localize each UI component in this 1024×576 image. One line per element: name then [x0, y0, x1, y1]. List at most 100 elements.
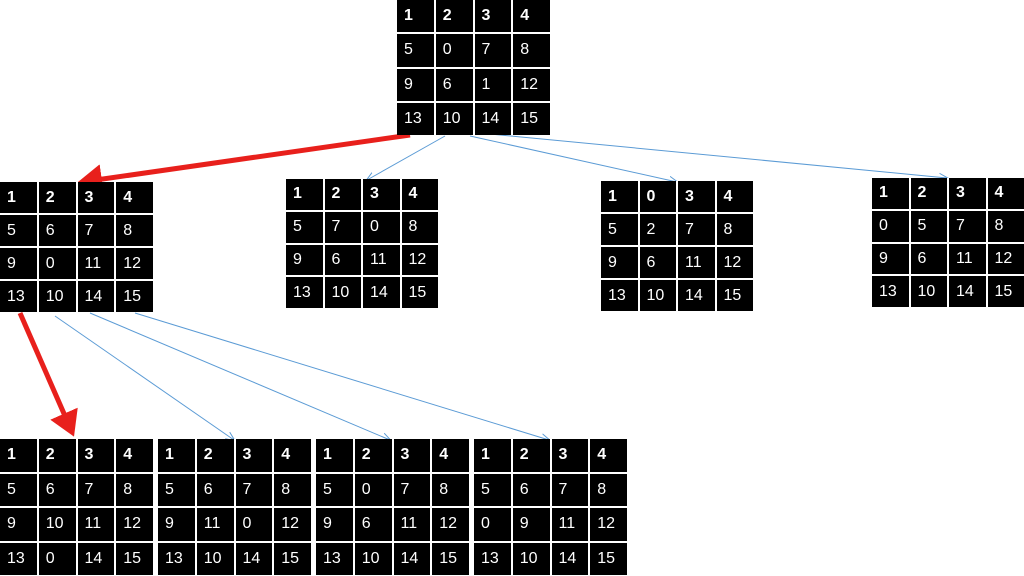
tile-cell: 11	[77, 508, 115, 541]
tile-cell: 12	[432, 508, 469, 541]
tile-cell: 3	[77, 182, 115, 213]
tile-cell: 5	[286, 211, 323, 243]
edge-l1-a-to-l2-b	[54, 315, 234, 440]
tile-cell: 2	[196, 439, 234, 472]
tile-cell: 4	[987, 178, 1024, 209]
tile-cell: 11	[551, 508, 589, 541]
tile-cell: 1	[158, 439, 195, 472]
tile-cell: 4	[116, 182, 153, 213]
tile-cell: 14	[77, 281, 115, 312]
tile-cell: 15	[590, 542, 627, 575]
tile-cell: 5	[910, 210, 947, 242]
tile-cell: 15	[987, 276, 1024, 307]
tile-cell: 10	[38, 281, 76, 312]
tile-cell: 11	[196, 508, 234, 541]
tile-cell: 5	[0, 473, 37, 506]
tile-cell: 1	[0, 439, 37, 472]
tile-cell: 2	[38, 182, 76, 213]
tile-cell: 14	[949, 276, 986, 307]
tile-cell: 10	[38, 508, 76, 541]
tile-cell: 11	[949, 243, 986, 275]
tile-cell: 10	[354, 542, 392, 575]
tile-cell: 3	[235, 439, 273, 472]
tile-cell: 13	[474, 542, 511, 575]
tile-cell: 2	[639, 214, 676, 245]
tile-cell: 14	[551, 542, 589, 575]
tile-cell: 9	[0, 508, 37, 541]
tile-cell: 10	[910, 276, 947, 307]
tile-cell: 4	[716, 181, 753, 212]
tile-cell: 0	[38, 542, 76, 575]
tile-cell: 13	[158, 542, 195, 575]
tile-cell: 7	[678, 214, 715, 245]
tile-cell: 2	[910, 178, 947, 209]
tile-cell: 11	[678, 247, 715, 278]
tile-cell: 0	[235, 508, 273, 541]
tile-cell: 12	[116, 508, 153, 541]
tile-cell: 10	[196, 542, 234, 575]
tile-cell: 14	[235, 542, 273, 575]
tile-cell: 3	[949, 178, 986, 209]
edge-root-to-l1-a	[77, 132, 411, 195]
tile-cell: 6	[38, 215, 76, 246]
tile-cell: 15	[401, 277, 438, 308]
tile-cell: 5	[0, 215, 37, 246]
tile-cell: 8	[987, 210, 1024, 242]
tile-cell: 9	[601, 247, 638, 278]
tile-cell: 13	[872, 276, 909, 307]
tile-cell: 4	[432, 439, 469, 472]
tile-cell: 12	[716, 247, 753, 278]
tile-cell: 1	[474, 68, 512, 101]
tile-cell: 12	[116, 248, 153, 279]
tile-cell: 8	[590, 473, 627, 506]
tile-cell: 3	[474, 0, 512, 33]
tile-cell: 3	[678, 181, 715, 212]
tile-cell: 4	[274, 439, 311, 472]
tile-cell: 9	[397, 68, 434, 101]
tile-cell: 13	[286, 277, 323, 308]
tile-cell: 7	[324, 211, 361, 243]
tile-cell: 8	[513, 34, 550, 67]
tile-cell: 0	[435, 34, 473, 67]
tile-cell: 12	[513, 68, 550, 101]
tile-cell: 6	[435, 68, 473, 101]
tile-cell: 1	[286, 179, 323, 210]
tile-cell: 14	[77, 542, 115, 575]
tile-cell: 5	[474, 473, 511, 506]
tile-cell: 7	[551, 473, 589, 506]
tile-cell: 1	[316, 439, 353, 472]
tile-cell: 0	[38, 248, 76, 279]
tile-cell: 7	[77, 473, 115, 506]
tile-cell: 5	[397, 34, 434, 67]
tile-cell: 5	[316, 473, 353, 506]
tile-cell: 8	[274, 473, 311, 506]
tile-cell: 10	[435, 102, 473, 135]
tile-cell: 13	[316, 542, 353, 575]
tile-cell: 12	[274, 508, 311, 541]
tile-cell: 14	[363, 277, 400, 308]
tile-cell: 4	[513, 0, 550, 33]
tile-cell: 0	[474, 508, 511, 541]
tile-cell: 14	[393, 542, 431, 575]
tile-cell: 0	[639, 181, 676, 212]
tile-cell: 10	[639, 280, 676, 311]
tile-cell: 6	[354, 508, 392, 541]
tile-cell: 5	[158, 473, 195, 506]
tile-cell: 11	[393, 508, 431, 541]
tile-cell: 2	[38, 439, 76, 472]
tile-cell: 2	[435, 0, 473, 33]
tile-cell: 14	[678, 280, 715, 311]
tile-cell: 15	[116, 281, 153, 312]
tile-cell: 1	[397, 0, 434, 33]
tile-cell: 6	[38, 473, 76, 506]
edge-root-to-l1-b	[367, 135, 446, 180]
tile-cell: 1	[0, 182, 37, 213]
tile-cell: 1	[601, 181, 638, 212]
tile-cell: 15	[274, 542, 311, 575]
